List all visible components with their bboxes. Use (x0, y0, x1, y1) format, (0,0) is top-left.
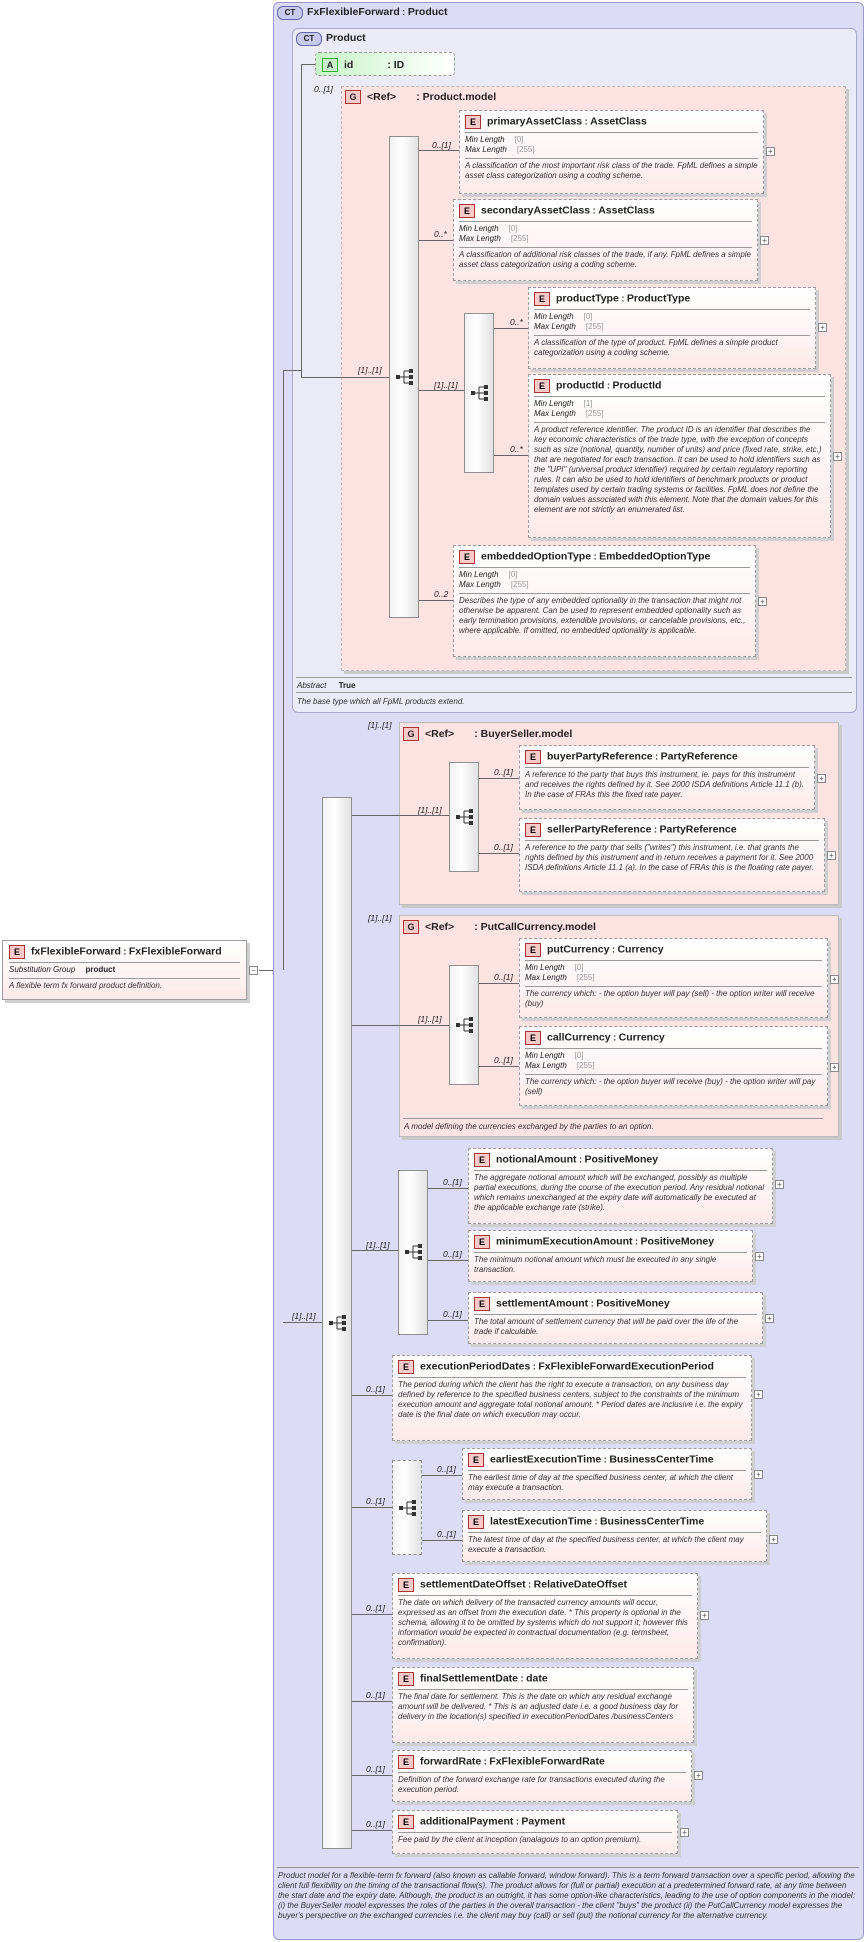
product-type-header: CT Product (296, 32, 366, 46)
abstract-value: True (338, 681, 356, 690)
main-seq-mult: [1]..[1] (292, 1311, 316, 1321)
complex-type-base: Product (407, 6, 448, 18)
expand-toggle[interactable]: + (818, 323, 827, 332)
complex-type-description: Product model for a flexible-term fx for… (278, 1871, 855, 1920)
element-badge: E (9, 945, 25, 959)
attribute-badge: A (322, 58, 338, 72)
expand-toggle[interactable]: + (758, 597, 767, 606)
sequence-icon (405, 1244, 422, 1260)
buyer-seller-model-header: G<Ref>: BuyerSeller.model (403, 727, 572, 741)
sequence-icon (396, 369, 413, 385)
group-badge: G (345, 90, 361, 104)
expand-toggle[interactable]: + (817, 774, 826, 783)
substitution-group-label: Substitution Group (9, 965, 76, 974)
expand-toggle[interactable]: + (765, 1314, 774, 1323)
product-description: The base type which all FpML products ex… (297, 697, 465, 706)
expand-toggle[interactable]: + (766, 147, 775, 156)
expand-toggle[interactable]: + (833, 452, 842, 461)
complex-type-name: FxFlexibleForward (307, 6, 400, 18)
root-element-description: A flexible term fx forward product defin… (9, 981, 163, 990)
expand-toggle[interactable]: + (754, 1390, 763, 1399)
sequence-icon (471, 385, 488, 401)
expand-toggle[interactable]: + (830, 1063, 839, 1072)
expand-toggle[interactable]: + (830, 975, 839, 984)
put-call-description: A model defining the currencies exchange… (404, 1122, 654, 1131)
sequence-icon (399, 1500, 416, 1516)
collapse-toggle[interactable]: − (249, 966, 258, 975)
sequence-icon (329, 1315, 346, 1331)
expand-toggle[interactable]: + (680, 1828, 689, 1837)
expand-toggle[interactable]: + (769, 1535, 778, 1544)
expand-toggle[interactable]: + (755, 1252, 764, 1261)
root-element-name: fxFlexibleForward (31, 945, 121, 958)
expand-toggle[interactable]: + (775, 1180, 784, 1189)
expand-toggle[interactable]: + (754, 1470, 763, 1479)
expand-toggle[interactable]: + (694, 1771, 703, 1780)
product-model-header: G<Ref>: Product.model (345, 90, 496, 104)
product-type-badge: CT (296, 32, 322, 46)
expand-toggle[interactable]: + (827, 851, 836, 860)
expand-toggle[interactable]: + (760, 236, 769, 245)
put-call-currency-model-header: G<Ref>: PutCallCurrency.model (403, 920, 596, 934)
sequence-icon (456, 809, 473, 825)
substitution-group-value: product (85, 965, 116, 974)
complex-type-badge: CT (277, 6, 303, 20)
root-element-type: FxFlexibleForward (128, 945, 222, 958)
product-type-name: Product (326, 32, 366, 44)
abstract-label: Abstract (297, 681, 327, 690)
product-model-mult: 0..[1] (314, 84, 333, 94)
product-seq-mult: [1]..[1] (358, 365, 382, 375)
sequence-icon (456, 1017, 473, 1033)
expand-toggle[interactable]: + (700, 1611, 709, 1620)
